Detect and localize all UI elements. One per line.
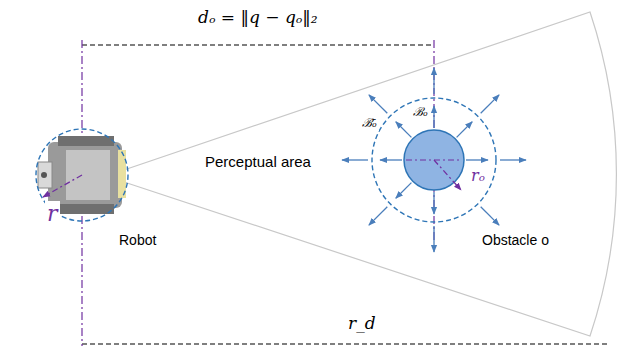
repulsion-arrow	[433, 68, 434, 94]
safety-circle	[372, 98, 496, 222]
distance-formula: dₒ = ‖q − qₒ‖₂	[196, 8, 320, 28]
repulsion-arrow	[433, 226, 434, 252]
area-label: Perceptual area	[203, 153, 313, 170]
repulsion-arrow	[369, 95, 387, 113]
repulsion-arrow	[433, 192, 434, 214]
range-line	[82, 343, 608, 344]
repulsion-arrow	[457, 122, 473, 138]
radius-symbol: rₒ	[469, 167, 487, 185]
radius-symbol: r	[45, 201, 60, 226]
obstacle-radius-line	[434, 160, 461, 190]
obstacle-disc	[404, 130, 464, 190]
robot-label: Robot	[117, 232, 158, 248]
repulsion-arrow	[369, 207, 387, 225]
repulsion-arrow	[481, 207, 499, 225]
perception-cone	[118, 12, 616, 336]
safety-set-symbol: ℬ̄ₒ	[360, 117, 379, 131]
repulsion-arrow	[466, 159, 488, 160]
repulsion-arrow	[396, 183, 412, 199]
obstacle-set-symbol: ℬₒ	[411, 106, 430, 120]
repulsion-arrow	[481, 95, 499, 113]
repulsion-arrows	[342, 68, 526, 252]
obstacle-label: Obstacle o	[480, 232, 551, 248]
distance-line	[82, 44, 434, 45]
repulsion-arrow	[500, 159, 526, 160]
repulsion-arrow	[380, 159, 402, 160]
robot-radius-line	[43, 175, 82, 197]
repulsion-arrow	[433, 106, 434, 128]
range-symbol: r_d	[346, 314, 378, 334]
repulsion-arrow	[342, 159, 368, 160]
repulsion-arrow	[396, 122, 412, 138]
